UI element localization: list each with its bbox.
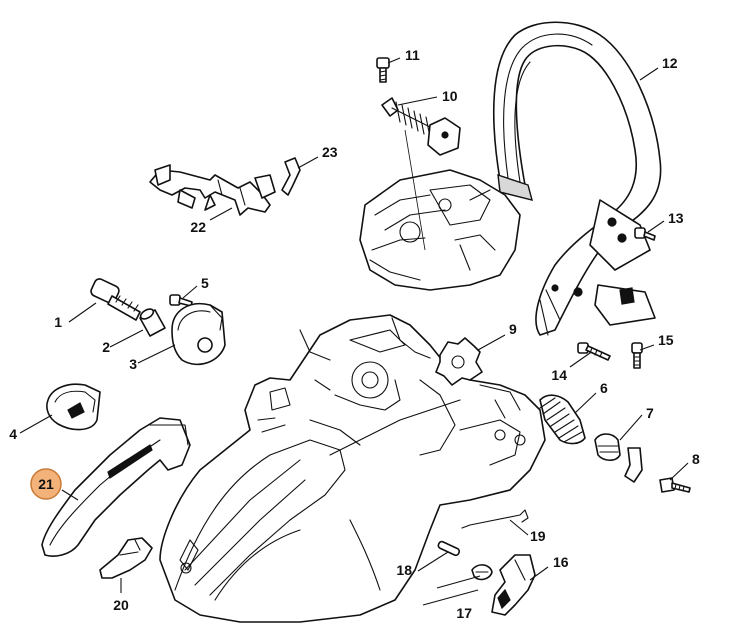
callout-labels: 1 2 3 4 5 6 7 8 9 10 11 12 13 14 15 16 1…: [9, 47, 700, 621]
part-21-handle-cover[interactable]: [41, 417, 191, 557]
callout-23: 23: [322, 144, 338, 160]
part-5-screw[interactable]: [169, 294, 193, 307]
part-13-screw[interactable]: [634, 227, 656, 241]
callout-10: 10: [442, 88, 458, 104]
engine-block: [359, 169, 521, 291]
part-23-clip[interactable]: [281, 157, 301, 196]
callout-14: 14: [551, 367, 567, 383]
callout-15: 15: [658, 332, 674, 348]
leader-lines: [19, 57, 689, 606]
part-16-trigger[interactable]: [491, 554, 536, 616]
callout-6: 6: [600, 380, 608, 396]
callout-9: 9: [509, 321, 517, 337]
part-15-screw[interactable]: [631, 342, 643, 369]
callout-1: 1: [54, 314, 62, 330]
part-6-spring[interactable]: [539, 394, 586, 445]
part-2-bushing[interactable]: [139, 307, 166, 337]
part-4-cap[interactable]: [46, 383, 101, 431]
callout-12: 12: [662, 55, 678, 71]
part-9-sprocket[interactable]: [435, 337, 483, 386]
part-19-rod[interactable]: [461, 509, 529, 529]
callout-3: 3: [129, 356, 137, 372]
part-11-screw[interactable]: [376, 57, 390, 83]
part-1-bolt[interactable]: [89, 277, 141, 321]
callout-13: 13: [668, 210, 684, 226]
part-3-cover[interactable]: [171, 303, 226, 366]
part-17-spring-clip[interactable]: [471, 564, 493, 581]
part-22-lever-assembly[interactable]: [149, 164, 276, 216]
part-14-screw[interactable]: [577, 342, 611, 361]
callout-22: 22: [190, 219, 206, 235]
callout-4: 4: [9, 426, 17, 442]
callout-18: 18: [396, 562, 412, 578]
callout-8: 8: [692, 451, 700, 467]
part-18-pin[interactable]: [437, 540, 461, 557]
callout-20: 20: [113, 597, 129, 613]
main-housing: [159, 314, 546, 623]
callout-11: 11: [405, 47, 420, 63]
callout-5: 5: [201, 275, 209, 291]
callout-17: 17: [456, 605, 472, 621]
part-12-front-handle[interactable]: [492, 21, 662, 336]
callout-19: 19: [530, 528, 546, 544]
callout-21: 21: [38, 476, 54, 492]
callout-21-highlight: [30, 468, 62, 500]
part-10-spring[interactable]: [381, 97, 461, 251]
callout-2: 2: [102, 339, 110, 355]
part-20-lever[interactable]: [99, 537, 153, 579]
callout-7: 7: [646, 405, 654, 421]
callout-16: 16: [553, 554, 569, 570]
part-8-screw[interactable]: [659, 477, 691, 493]
part-7-valve[interactable]: [594, 433, 643, 483]
